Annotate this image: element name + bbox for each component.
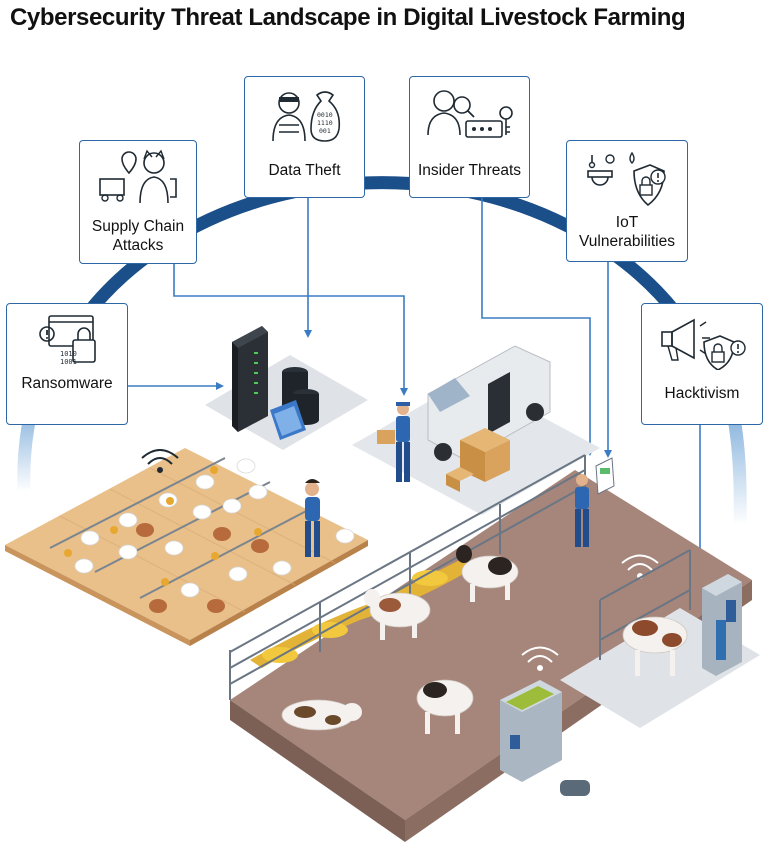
wifi-signal-icon (141, 449, 179, 473)
threat-box-ransomware: 1010 1001 Ransomware (6, 303, 128, 425)
threat-box-hacktivism: Hacktivism (641, 303, 763, 425)
feed-dispenser (500, 680, 590, 796)
threat-box-supply-chain: Supply Chain Attacks (79, 140, 197, 264)
barn-worker (575, 474, 589, 547)
svg-text:1001: 1001 (60, 358, 77, 366)
iot-camera-shield-icon (587, 151, 666, 207)
threat-label-ransomware: Ransomware (21, 375, 113, 392)
milking-robot (560, 549, 760, 728)
cow-feeder (416, 679, 474, 734)
poultry-house (5, 448, 368, 646)
supply-chain-hacker-icon (99, 149, 177, 204)
server-rack (205, 326, 368, 450)
threat-label-insider: Insider Threats (417, 162, 522, 179)
cargo-boxes (446, 428, 510, 492)
connector-insider-barn (481, 198, 594, 456)
threat-label-iot: IoT Vulnerabilities (579, 214, 675, 250)
threat-box-iot: IoT Vulnerabilities (566, 140, 688, 262)
chicken-flock (74, 458, 355, 613)
threat-box-insider: Insider Threats (409, 76, 530, 198)
poultry-farmer (305, 479, 320, 557)
insider-password-key-icon (426, 90, 513, 138)
data-theft-thief-icon: 0010 1110 001 (271, 91, 340, 142)
ransomware-code-text: 1010 (60, 350, 77, 358)
threat-box-data-theft: 0010 1110 001 Data Theft (244, 76, 365, 198)
svg-text:0010: 0010 (317, 111, 333, 119)
delivery-worker (377, 402, 410, 482)
svg-text:1110: 1110 (317, 119, 333, 127)
connector-supply-chain-van (173, 264, 408, 396)
barn-wifi-icon (521, 646, 559, 671)
cow-standing-1 (364, 589, 431, 640)
megaphone-shield-icon (661, 318, 746, 370)
threat-label-data-theft: Data Theft (268, 162, 341, 179)
milking-cow (622, 616, 688, 676)
barn-access-panel (595, 457, 615, 495)
threat-label-hacktivism: Hacktivism (664, 385, 740, 402)
cow-lying (281, 699, 362, 731)
threat-label-supply-chain: Supply Chain Attacks (91, 218, 185, 254)
cow-standing-2 (456, 545, 519, 602)
ransomware-lock-icon: 1010 1001 (39, 315, 96, 366)
cow-herd (281, 545, 519, 734)
page-title: Cybersecurity Threat Landscape in Digita… (10, 4, 686, 31)
feeder-lines (64, 466, 262, 586)
svg-text:001: 001 (319, 127, 331, 135)
